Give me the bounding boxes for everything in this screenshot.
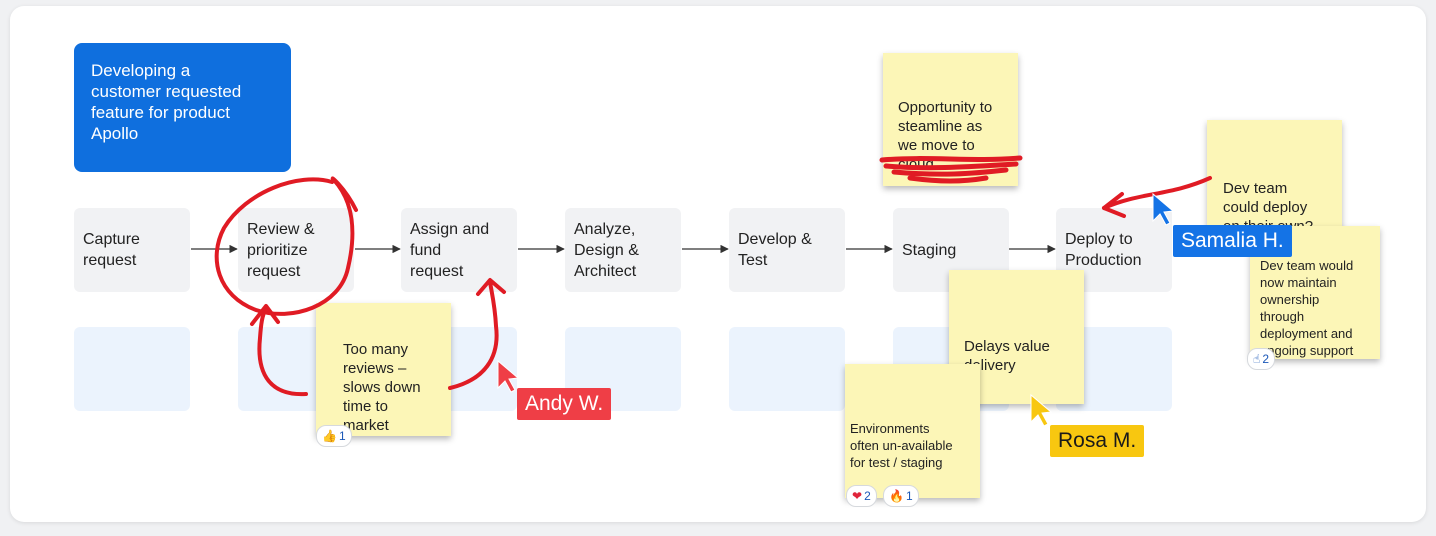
cursor-label-andy: Andy W. bbox=[517, 388, 612, 420]
whiteboard-canvas[interactable]: Developing a customer requested feature … bbox=[10, 6, 1426, 522]
reaction-count: 1 bbox=[338, 429, 346, 443]
board-title-card[interactable]: Developing a customer requested feature … bbox=[74, 43, 291, 172]
lane-cell-1[interactable] bbox=[74, 327, 190, 411]
lane-cell-5[interactable] bbox=[729, 327, 845, 411]
reaction-badge-pointing-up[interactable]: ☝ 2 bbox=[1247, 348, 1275, 370]
annotation-arrow-to-deploy bbox=[1102, 176, 1212, 210]
sticky-text: Opportunity to steamline as we move to c… bbox=[898, 99, 993, 173]
step-develop-test[interactable]: Develop & Test bbox=[729, 208, 845, 292]
reaction-badge-heart[interactable]: ❤ 2 bbox=[846, 485, 877, 507]
step-analyze-design[interactable]: Analyze, Design & Architect bbox=[565, 208, 681, 292]
reaction-count: 2 bbox=[1262, 352, 1269, 366]
reaction-count: 1 bbox=[905, 489, 913, 503]
sticky-text: Delays value delivery bbox=[964, 338, 1050, 374]
annotation-arrowhead-review bbox=[250, 304, 280, 326]
fire-icon: 🔥 bbox=[889, 489, 904, 503]
sticky-environments[interactable]: Environments often un-available for test… bbox=[845, 364, 980, 498]
pointing-up-icon: ☝ bbox=[1253, 352, 1261, 366]
reaction-count: 2 bbox=[864, 489, 871, 503]
reaction-badge-thumbs-up[interactable]: 👍 1 bbox=[316, 425, 352, 447]
sticky-text: Dev team would now maintain ownership th… bbox=[1260, 258, 1354, 358]
sticky-too-many-reviews[interactable]: Too many reviews – slows down time to ma… bbox=[316, 303, 451, 436]
sticky-delays-value[interactable]: Delays value delivery bbox=[949, 270, 1084, 404]
sticky-dev-team-deploy[interactable]: Dev team could deploy on their own? bbox=[1207, 120, 1342, 240]
step-capture-request[interactable]: Capture request bbox=[74, 208, 190, 292]
cursor-label-samalia: Samalia H. bbox=[1173, 225, 1292, 257]
sticky-text: Environments often un-available for test… bbox=[850, 421, 953, 470]
reaction-badge-fire[interactable]: 🔥 1 bbox=[883, 485, 919, 507]
heart-icon: ❤ bbox=[852, 489, 863, 503]
thumbs-up-icon: 👍 bbox=[322, 429, 337, 443]
sticky-opportunity[interactable]: Opportunity to steamline as we move to c… bbox=[883, 53, 1018, 186]
cursor-label-rosa: Rosa M. bbox=[1050, 425, 1145, 457]
step-assign-fund[interactable]: Assign and fund request bbox=[401, 208, 517, 292]
sticky-text: Too many reviews – slows down time to ma… bbox=[343, 341, 421, 434]
step-review-prioritize[interactable]: Review & prioritize request bbox=[238, 208, 354, 292]
